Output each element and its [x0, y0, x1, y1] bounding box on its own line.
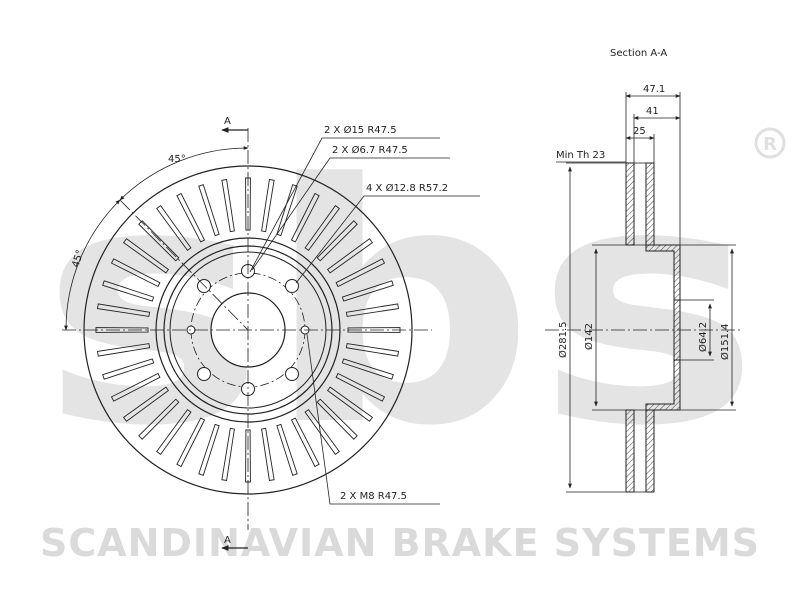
dim-outer-diameter: Ø281.5 [557, 322, 569, 359]
dim-center-bore: Ø64.2 [697, 322, 709, 352]
dim-hat-height: 41 [646, 106, 659, 117]
vent-fin [261, 178, 275, 233]
vent-fin [276, 184, 298, 237]
vent-fin [326, 238, 374, 274]
vent-fin [304, 408, 340, 456]
vent-fin [335, 258, 386, 288]
vent-fin [316, 398, 358, 440]
angle-arc-top [119, 146, 249, 201]
diameter-dimensions [566, 162, 736, 493]
vent-fin [326, 386, 374, 422]
vent-fin [276, 423, 298, 476]
vent-fin [198, 423, 220, 476]
vent-fin [290, 417, 320, 468]
vent-fin [341, 358, 394, 380]
section-view: Section A-A [545, 48, 740, 493]
vent-fin [110, 372, 161, 402]
vent-fin [221, 427, 235, 482]
vent-fin [345, 343, 400, 357]
vent-fin [122, 386, 170, 422]
callout-threaded-holes: 2 X M8 R47.5 [340, 491, 407, 502]
section-letter-bottom: A [224, 535, 231, 546]
vent-fin [138, 398, 180, 440]
bolt-hole [197, 367, 211, 381]
dim-friction-diameter: Ø142 [583, 323, 595, 350]
angle-label-side: 45° [70, 249, 86, 269]
vent-fin [245, 429, 251, 483]
dim-total-height: 47.1 [643, 84, 665, 95]
section-marker-top: A [221, 116, 248, 133]
vent-fin [316, 220, 358, 262]
vent-fin [156, 408, 192, 456]
vent-fin [290, 192, 320, 243]
dim-hat-diameter: Ø151.4 [719, 324, 731, 361]
vent-fin [341, 280, 394, 302]
min-thickness-label: Min Th 23 [556, 150, 605, 161]
dim-disc-thickness: 25 [633, 126, 646, 137]
vent-fin [304, 204, 340, 252]
vent-fin [96, 343, 151, 357]
bolt-hole [285, 367, 299, 381]
vent-fin [102, 358, 155, 380]
bolt-hole [285, 279, 299, 293]
vent-fin [335, 372, 386, 402]
vent-fin [176, 417, 206, 468]
section-letter-top: A [224, 116, 231, 127]
width-dimensions [625, 92, 681, 245]
vent-fin [347, 327, 401, 333]
leaders [249, 137, 480, 505]
section-title: Section A-A [610, 48, 667, 59]
section-marker-bottom: A [221, 535, 248, 551]
callout-small-hole: 2 X Ø6.7 R47.5 [332, 144, 408, 156]
vent-fin [345, 303, 400, 317]
registered-mark-letter: R [763, 134, 777, 155]
vent-fin [261, 427, 275, 482]
front-view: A A 45° 45° 2 X Ø15 R47.5 2 X Ø6.7 R47.5… [62, 116, 480, 551]
vent-channel [634, 162, 646, 493]
callout-large-hole: 2 X Ø15 R47.5 [324, 124, 397, 136]
angle-label-top: 45° [168, 154, 186, 165]
vent-fin [156, 204, 192, 252]
bolt-hole [197, 279, 211, 293]
brand-name: SCANDINAVIAN BRAKE SYSTEMS [40, 521, 760, 565]
vent-fin [138, 220, 180, 262]
registered-mark-circle [754, 127, 786, 159]
angle-arc-side [64, 199, 121, 331]
vent-fin [122, 238, 170, 274]
callout-bolt-holes: 4 X Ø12.8 R57.2 [366, 182, 448, 194]
